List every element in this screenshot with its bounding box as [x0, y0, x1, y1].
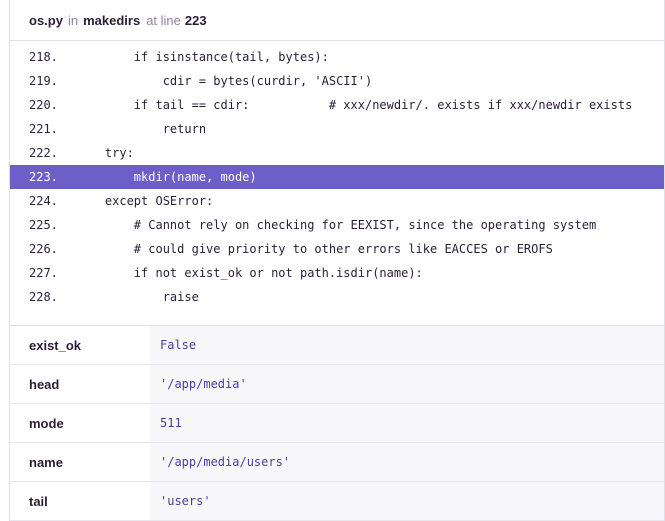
- variable-row: name '/app/media/users': [10, 443, 664, 482]
- line-number: 223.: [29, 170, 58, 184]
- code-line: 219. cdir = bytes(curdir, 'ASCII'): [10, 69, 664, 93]
- line-code: mkdir(name, mode): [76, 170, 257, 184]
- line-code: if not exist_ok or not path.isdir(name):: [76, 266, 423, 280]
- variable-row: head '/app/media': [10, 365, 664, 404]
- variable-value: 'users': [150, 482, 664, 520]
- variable-value: False: [150, 326, 664, 364]
- code-line: 222. try:: [10, 141, 664, 165]
- code-line-active: 223. mkdir(name, mode): [10, 165, 664, 189]
- stack-frame: os.py in makedirs at line 223 218. if is…: [9, 0, 665, 521]
- line-number: 227.: [29, 266, 58, 280]
- variable-row: tail 'users': [10, 482, 664, 521]
- line-code: cdir = bytes(curdir, 'ASCII'): [76, 74, 373, 88]
- variable-name: mode: [10, 404, 150, 442]
- variable-row: exist_ok False: [10, 326, 664, 365]
- frame-line-number: 223: [184, 12, 207, 28]
- code-line: 228. raise: [10, 285, 664, 309]
- code-line: 224. except OSError:: [10, 189, 664, 213]
- line-number: 225.: [29, 218, 58, 232]
- line-number: 218.: [29, 50, 58, 64]
- line-code: if isinstance(tail, bytes):: [76, 50, 329, 64]
- line-number: 228.: [29, 290, 58, 304]
- line-number: 219.: [29, 74, 58, 88]
- variable-name: head: [10, 365, 150, 403]
- code-line: 226. # could give priority to other erro…: [10, 237, 664, 261]
- line-number: 224.: [29, 194, 58, 208]
- code-line: 218. if isinstance(tail, bytes):: [10, 45, 664, 69]
- variable-name: name: [10, 443, 150, 481]
- line-code: raise: [76, 290, 199, 304]
- frame-at-line-label: at line: [146, 12, 181, 28]
- code-context: 218. if isinstance(tail, bytes): 219. cd…: [10, 41, 664, 309]
- line-number: 226.: [29, 242, 58, 256]
- code-line: 221. return: [10, 117, 664, 141]
- variable-row: mode 511: [10, 404, 664, 443]
- line-code: # could give priority to other errors li…: [76, 242, 553, 256]
- line-code: except OSError:: [76, 194, 214, 208]
- frame-function: makedirs: [83, 12, 141, 28]
- line-number: 220.: [29, 98, 58, 112]
- code-line: 220. if tail == cdir: # xxx/newdir/. exi…: [10, 93, 664, 117]
- line-code: return: [76, 122, 207, 136]
- variable-value: '/app/media': [150, 365, 664, 403]
- code-line: 227. if not exist_ok or not path.isdir(n…: [10, 261, 664, 285]
- local-variables-table: exist_ok False head '/app/media' mode 51…: [10, 325, 664, 521]
- variable-value: 511: [150, 404, 664, 442]
- variable-name: exist_ok: [10, 326, 150, 364]
- line-code: # Cannot rely on checking for EEXIST, si…: [76, 218, 597, 232]
- variable-name: tail: [10, 482, 150, 520]
- frame-filename: os.py: [29, 12, 63, 28]
- line-code: if tail == cdir: # xxx/newdir/. exists i…: [76, 98, 633, 112]
- variable-value: '/app/media/users': [150, 443, 664, 481]
- line-number: 221.: [29, 122, 58, 136]
- line-number: 222.: [29, 146, 58, 160]
- frame-in-label: in: [67, 12, 79, 28]
- line-code: try:: [76, 146, 134, 160]
- frame-header[interactable]: os.py in makedirs at line 223: [10, 0, 664, 41]
- code-line: 225. # Cannot rely on checking for EEXIS…: [10, 213, 664, 237]
